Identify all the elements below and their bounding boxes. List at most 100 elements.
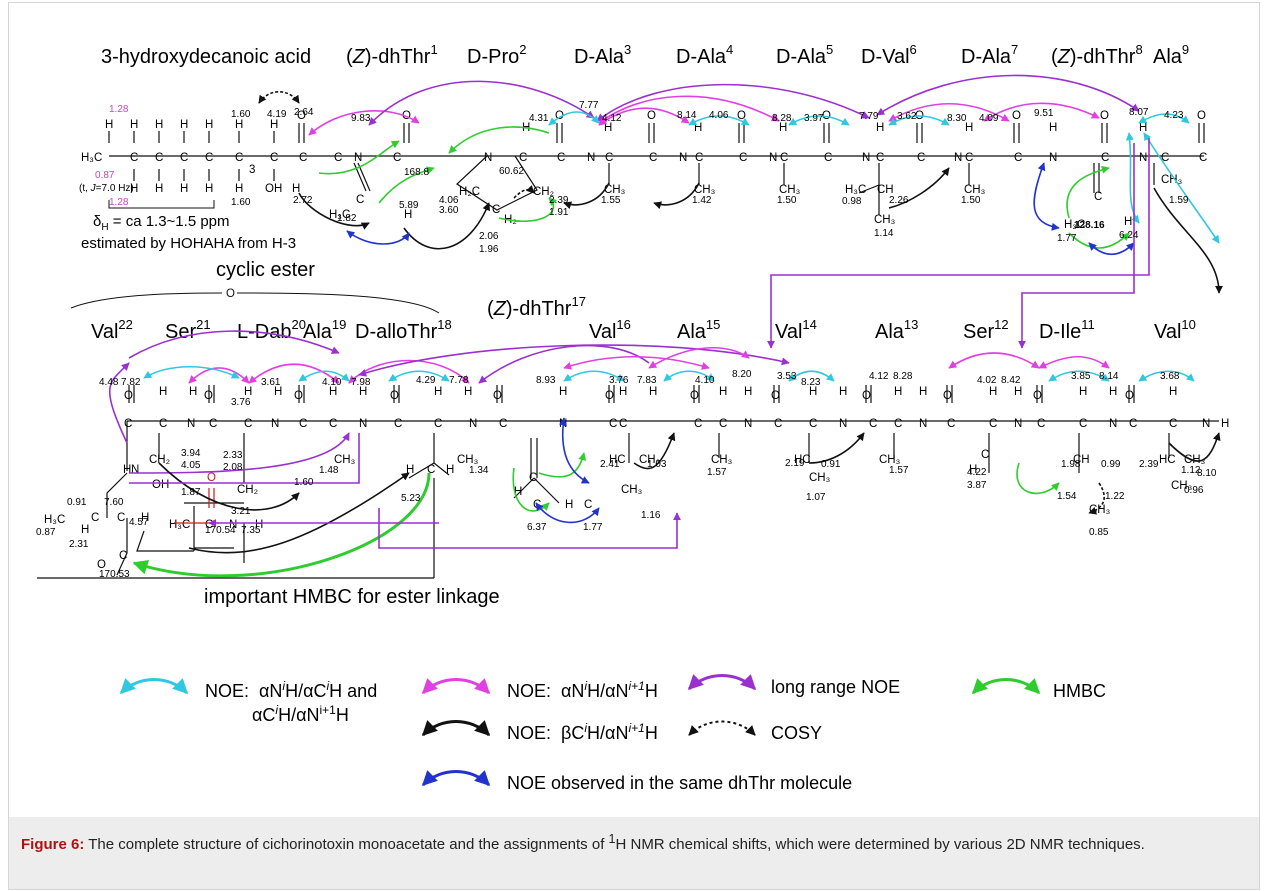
svg-text:0.87: 0.87 <box>36 527 56 538</box>
fatty-note: (t, J=7.0 Hz) δH = ca 1.3~1.5 ppm estima… <box>79 183 315 281</box>
bottom-atom-20: N <box>359 418 367 430</box>
top-atom-7: H₃C <box>81 152 102 164</box>
bottom-atom-30: N <box>744 418 752 430</box>
svg-text:2.72: 2.72 <box>293 195 313 206</box>
svg-text:COSY: COSY <box>771 723 822 743</box>
bottom-atom-10: O <box>1033 390 1042 402</box>
top-atom-73: H₃C <box>845 184 866 196</box>
svg-text:6.37: 6.37 <box>527 522 547 533</box>
top-atom-39: H <box>694 122 702 134</box>
top-residue-7: (Z)-dhThr8 <box>1051 42 1143 68</box>
top-atom-68: CH₃ <box>694 184 716 196</box>
bottom-atom-32: C <box>809 418 817 430</box>
bottom-atom-62: H <box>894 386 902 398</box>
top-atom-15: C <box>334 152 342 164</box>
bottom-atom-66: H <box>1079 386 1087 398</box>
svg-text:7.78: 7.78 <box>449 375 469 386</box>
top-residue-4: D-Ala5 <box>776 42 833 68</box>
top-atom-63: H <box>1139 122 1147 134</box>
svg-text:3.68: 3.68 <box>1160 371 1180 382</box>
legend-item-dhthr: NOE observed in the same dhThr molecule <box>421 770 852 793</box>
svg-text:4.10: 4.10 <box>695 375 715 386</box>
bottom-atom-97: C <box>119 550 127 562</box>
bottom-atom-45: N <box>1202 418 1210 430</box>
top-atom-48: N <box>862 152 870 164</box>
svg-text:7.98: 7.98 <box>351 377 371 388</box>
svg-text:2.33: 2.33 <box>223 450 243 461</box>
svg-text:128.16: 128.16 <box>1074 220 1105 231</box>
svg-text:NOE:αNiH/αNi+1H: NOE:αNiH/αNi+1H <box>507 679 658 701</box>
svg-text:1.60: 1.60 <box>231 197 251 208</box>
svg-text:1.50: 1.50 <box>961 195 981 206</box>
svg-text:1.98: 1.98 <box>1061 459 1081 470</box>
svg-text:0.99: 0.99 <box>1101 459 1121 470</box>
bottom-atom-87: HC <box>1159 454 1176 466</box>
bottom-atom-93: H₃C <box>44 514 65 526</box>
svg-text:8.20: 8.20 <box>732 369 752 380</box>
bottom-atom-1: O <box>204 390 213 402</box>
svg-text:9.51: 9.51 <box>1034 108 1054 119</box>
top-atom-4: H <box>205 119 213 131</box>
top-atom-69: CH₃ <box>779 184 801 196</box>
top-atom-82: CH₂ <box>533 186 554 198</box>
svg-text:4.06: 4.06 <box>439 195 459 206</box>
svg-text:0.98: 0.98 <box>842 196 862 207</box>
svg-text:(t, J=7.0 Hz): (t, J=7.0 Hz) <box>79 183 134 194</box>
top-atom-3: H <box>180 119 188 131</box>
svg-text:7.83: 7.83 <box>637 375 657 386</box>
svg-text:7.77: 7.77 <box>579 100 599 111</box>
bottom-residue-0: Val22 <box>91 317 133 343</box>
legend: NOE:αNiH/αCiH and αCiH/αNi+1H NOE:αNiH/α… <box>119 674 1106 793</box>
bottom-atom-51: H <box>329 386 337 398</box>
svg-text:1.55: 1.55 <box>601 195 621 206</box>
top-atom-80: H <box>404 209 412 221</box>
svg-text:4.57: 4.57 <box>129 517 149 528</box>
bottom-atom-57: H <box>649 386 657 398</box>
svg-text:60.62: 60.62 <box>499 166 524 177</box>
top-atom-19: H <box>180 183 188 195</box>
svg-text:1.34: 1.34 <box>469 465 489 476</box>
bottom-atom-47: H <box>159 386 167 398</box>
bottom-atom-85: H <box>969 464 977 476</box>
bottom-atom-26: C <box>619 418 627 430</box>
svg-text:4.02: 4.02 <box>977 375 997 386</box>
svg-text:4.12: 4.12 <box>869 371 889 382</box>
bottom-residue-7: Ala15 <box>677 317 720 343</box>
bottom-atom-74: C <box>427 464 435 476</box>
bottom-atom-64: H <box>989 386 997 398</box>
top-atom-21: H <box>235 183 243 195</box>
bottom-atom-91: H <box>123 464 131 476</box>
svg-text:3.85: 3.85 <box>1071 371 1091 382</box>
svg-text:1.07: 1.07 <box>806 492 826 503</box>
top-atom-25: O <box>297 110 306 122</box>
svg-text:8.42: 8.42 <box>1001 375 1021 386</box>
top-atom-79: H₃C <box>329 209 350 221</box>
svg-text:168.8: 168.8 <box>404 167 429 178</box>
top-atom-38: N <box>679 152 687 164</box>
top-atom-83: C <box>492 204 500 216</box>
svg-text:0.91: 0.91 <box>821 459 841 470</box>
svg-text:8.30: 8.30 <box>947 113 967 124</box>
svg-text:NOE:αNiH/αCiH and: NOE:αNiH/αCiH and <box>205 679 377 701</box>
bottom-atom-100: H₃C <box>169 519 190 531</box>
svg-text:1.22: 1.22 <box>1105 491 1125 502</box>
top-atom-18: H <box>155 183 163 195</box>
svg-text:3.62: 3.62 <box>897 111 917 122</box>
svg-text:1.28: 1.28 <box>109 197 129 208</box>
svg-text:1.16: 1.16 <box>641 510 661 521</box>
svg-text:170.54: 170.54 <box>205 525 236 536</box>
top-atom-49: H <box>876 122 884 134</box>
bottom-atom-69: CH₂ <box>149 454 170 466</box>
svg-text:0.96: 0.96 <box>1184 485 1204 496</box>
top-atom-59: H <box>1049 122 1057 134</box>
top-atom-0: H <box>105 119 113 131</box>
top-backbone <box>108 123 1205 215</box>
bottom-atom-67: H <box>1109 386 1117 398</box>
bottom-atom-48: H <box>189 386 197 398</box>
bottom-residue-12: Val10 <box>1154 317 1196 343</box>
bottom-atom-23: N <box>469 418 477 430</box>
svg-text:4.10: 4.10 <box>322 377 342 388</box>
svg-text:3.94: 3.94 <box>181 448 201 459</box>
bottom-atom-107: H <box>565 499 573 511</box>
